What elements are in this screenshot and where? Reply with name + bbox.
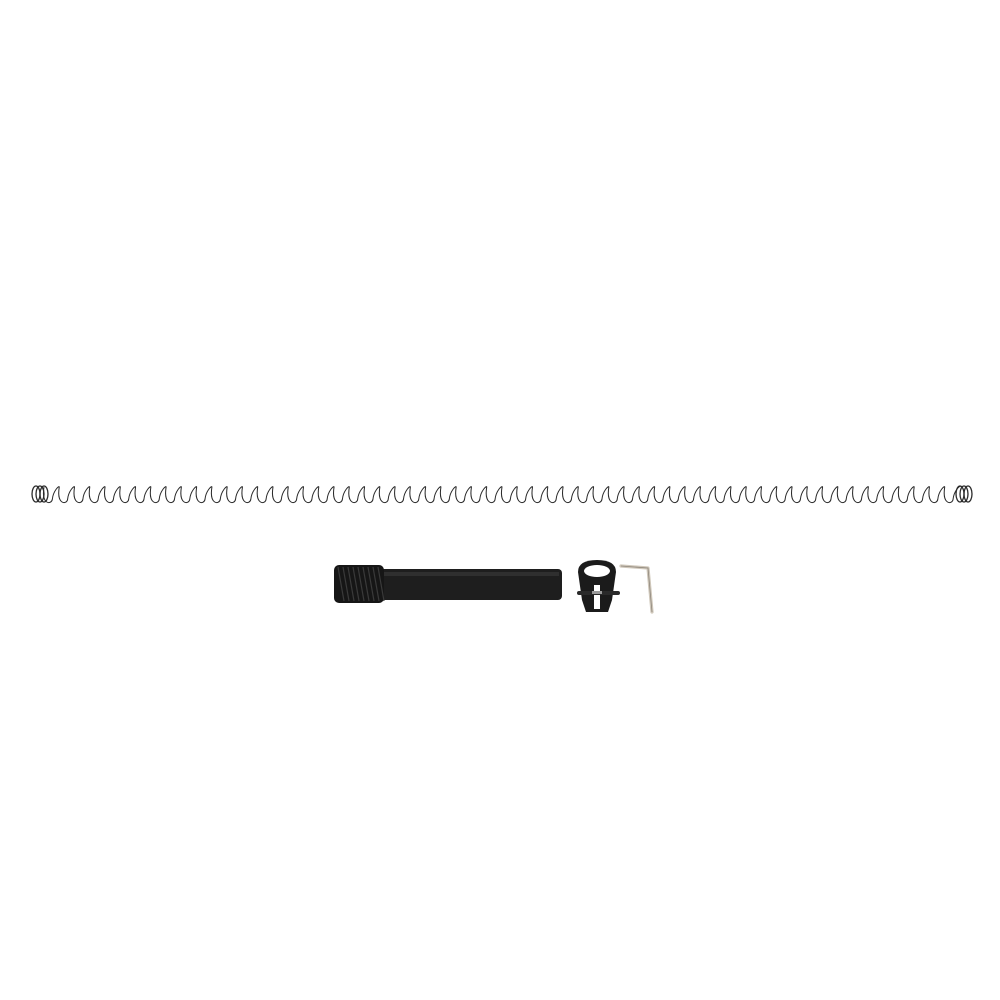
- clamp-slot: [594, 585, 600, 609]
- knurl-groove: [342, 566, 350, 602]
- barrel-clamp: [577, 560, 620, 612]
- allen-key-body: [619, 564, 654, 614]
- spring-right-end-coil: [959, 485, 969, 503]
- tube-body: [380, 569, 562, 600]
- magazine-spring: [31, 485, 973, 504]
- knurl-groove: [347, 566, 355, 602]
- clamp-screw-shaft: [592, 591, 602, 594]
- knurl-groove: [372, 566, 380, 602]
- knurl-groove: [377, 566, 385, 602]
- spring-right-end-coil: [955, 485, 965, 503]
- knurl-groove: [362, 566, 370, 602]
- allen-key: [619, 564, 654, 614]
- extension-tube: [334, 565, 562, 603]
- spring-left-end-coil: [35, 485, 45, 503]
- spring-coils: [42, 486, 961, 504]
- knurl-groove: [367, 566, 375, 602]
- knurl-groove: [337, 566, 345, 602]
- knurl-groove: [357, 566, 365, 602]
- knurled-end-cap: [334, 565, 384, 603]
- knurling-grooves: [337, 566, 385, 602]
- clamp-opening: [584, 565, 610, 577]
- tube-highlight: [383, 572, 559, 576]
- allen-key-edge: [620, 565, 653, 613]
- spring-left-end-coil: [39, 485, 49, 503]
- knurl-groove: [352, 566, 360, 602]
